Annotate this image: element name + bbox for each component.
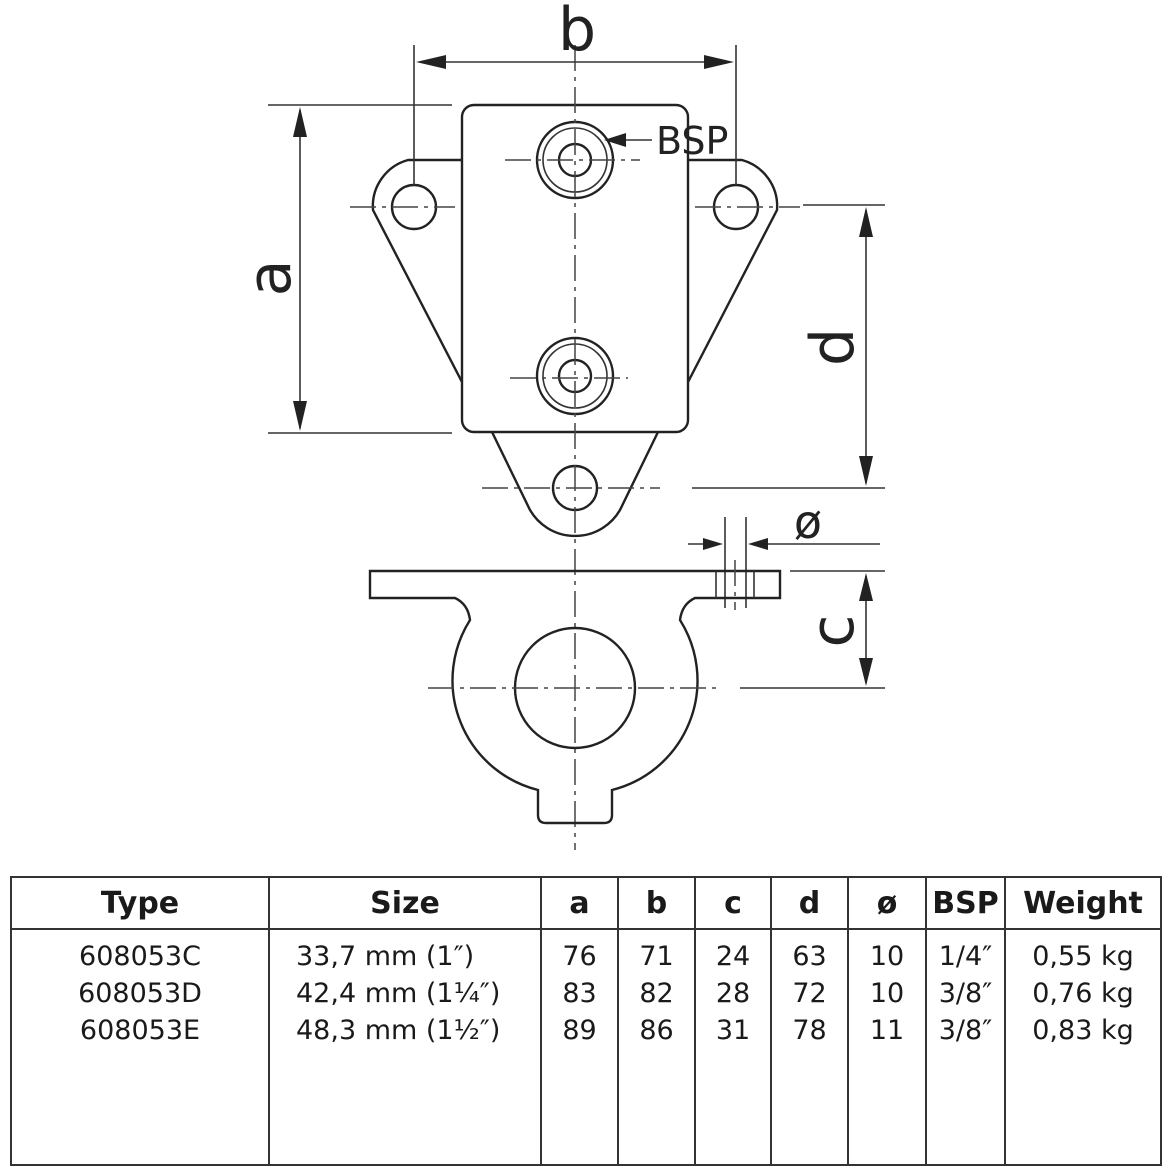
cell-diameter: 10 bbox=[869, 978, 905, 1009]
cell-a: 89 bbox=[562, 1015, 597, 1046]
cell-bsp: 1/4″ bbox=[938, 941, 993, 972]
cell-weight: 0,55 kg bbox=[1032, 941, 1134, 972]
cell-a: 76 bbox=[562, 941, 597, 972]
header-diameter: ø bbox=[847, 876, 927, 930]
col-weight: 0,55 kg 0,76 kg 0,83 kg bbox=[1004, 929, 1162, 1166]
cell-type: 608053D bbox=[78, 978, 202, 1009]
dimension-a-label: a bbox=[235, 260, 305, 297]
left-flange-outline bbox=[371, 158, 464, 383]
bsp-label: BSP bbox=[656, 119, 728, 163]
cell-a: 83 bbox=[562, 978, 597, 1009]
col-c: 24 28 31 bbox=[694, 929, 772, 1166]
cell-b: 86 bbox=[639, 1015, 674, 1046]
header-weight: Weight bbox=[1004, 876, 1162, 930]
header-bsp: BSP bbox=[925, 876, 1006, 930]
table-data-row: 608053C 608053D 608053E 33,7 mm (1″) 42,… bbox=[10, 929, 1162, 1166]
col-b: 71 82 86 bbox=[617, 929, 696, 1166]
col-type: 608053C 608053D 608053E bbox=[10, 929, 270, 1166]
bsp-callout: BSP bbox=[604, 119, 728, 163]
cell-d: 72 bbox=[792, 978, 827, 1009]
cell-size: 33,7 mm (1″) bbox=[296, 941, 475, 972]
dimension-b: b bbox=[413, 0, 737, 185]
dimension-c-label: c bbox=[798, 615, 868, 648]
dimension-b-label: b bbox=[558, 0, 596, 65]
cell-d: 63 bbox=[792, 941, 827, 972]
cell-diameter: 10 bbox=[869, 941, 905, 972]
side-view bbox=[368, 560, 782, 825]
cell-b: 71 bbox=[639, 941, 674, 972]
right-flange-outline bbox=[686, 158, 779, 383]
cell-d: 78 bbox=[792, 1015, 827, 1046]
cell-size: 48,3 mm (1½″) bbox=[296, 1015, 501, 1046]
dimension-diameter-label: ø bbox=[794, 495, 822, 549]
header-c: c bbox=[694, 876, 772, 930]
col-bsp: 1/4″ 3/8″ 3/8″ bbox=[925, 929, 1006, 1166]
side-view-outline bbox=[368, 569, 782, 825]
specification-table: Type Size a b c d ø BSP Weight 608053C 6… bbox=[10, 876, 1162, 1166]
dimension-diameter: ø bbox=[688, 495, 880, 608]
col-diameter: 10 10 11 bbox=[847, 929, 927, 1166]
top-view bbox=[350, 45, 800, 850]
cell-type: 608053C bbox=[79, 941, 201, 972]
dimension-d-label: d bbox=[798, 328, 868, 366]
cell-type: 608053E bbox=[79, 1015, 201, 1046]
dimension-c: c bbox=[740, 570, 885, 689]
cell-weight: 0,83 kg bbox=[1032, 1015, 1134, 1046]
cell-c: 24 bbox=[715, 941, 751, 972]
cell-bsp: 3/8″ bbox=[938, 1015, 993, 1046]
cell-c: 31 bbox=[715, 1015, 751, 1046]
header-d: d bbox=[770, 876, 849, 930]
bottom-tab-outline bbox=[490, 431, 660, 538]
col-d: 63 72 78 bbox=[770, 929, 849, 1166]
header-size: Size bbox=[268, 876, 542, 930]
dimension-a: a bbox=[235, 104, 452, 434]
cell-weight: 0,76 kg bbox=[1032, 978, 1134, 1009]
cell-diameter: 11 bbox=[869, 1015, 905, 1046]
cell-b: 82 bbox=[639, 978, 674, 1009]
technical-drawing: b a BSP d ø bbox=[235, 0, 885, 850]
header-b: b bbox=[617, 876, 696, 930]
header-a: a bbox=[540, 876, 619, 930]
dimension-d: d bbox=[692, 204, 885, 489]
col-size: 33,7 mm (1″) 42,4 mm (1¼″) 48,3 mm (1½″) bbox=[268, 929, 542, 1166]
header-type: Type bbox=[10, 876, 270, 930]
table-header-row: Type Size a b c d ø BSP Weight bbox=[10, 876, 1162, 930]
cell-bsp: 3/8″ bbox=[938, 978, 993, 1009]
cell-c: 28 bbox=[715, 978, 751, 1009]
cell-size: 42,4 mm (1¼″) bbox=[296, 978, 501, 1009]
col-a: 76 83 89 bbox=[540, 929, 619, 1166]
